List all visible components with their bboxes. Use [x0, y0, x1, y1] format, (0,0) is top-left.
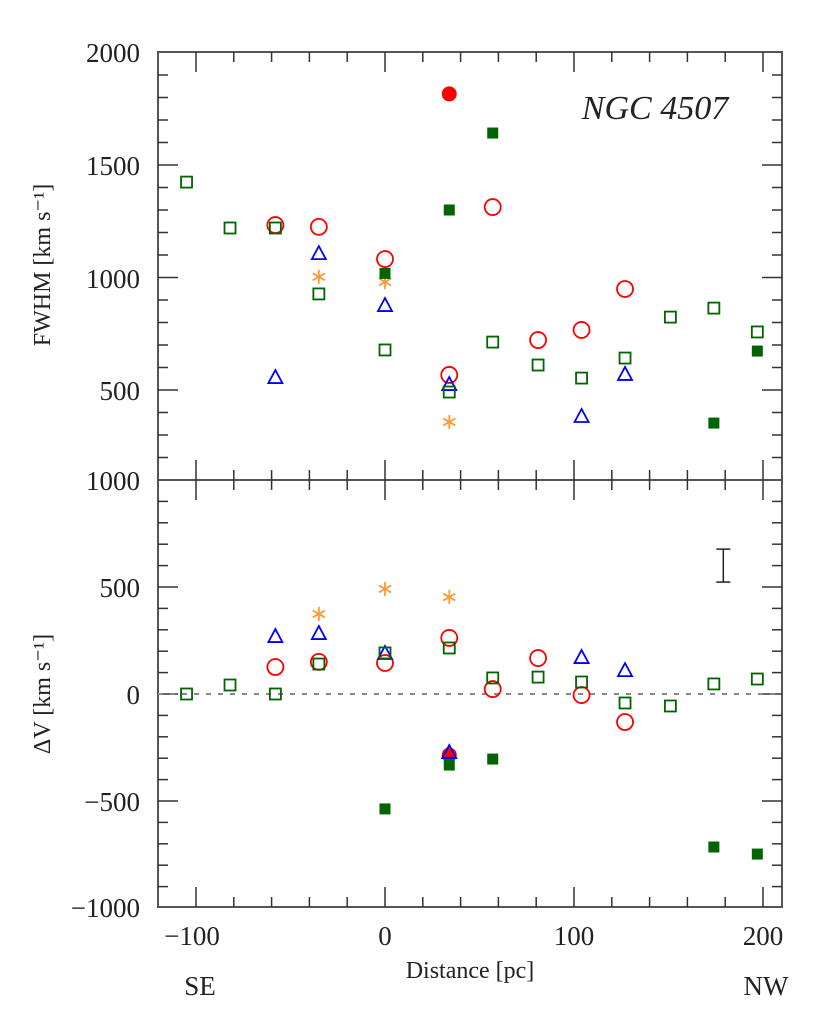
open-square-marker	[180, 175, 193, 189]
top-y-axis-label: FWHM [km s⁻¹]	[30, 184, 56, 347]
open-circle-marker	[309, 217, 328, 236]
open-circle-marker	[529, 649, 547, 667]
open-square-marker	[750, 672, 764, 686]
direction-label-se: SE	[184, 971, 216, 1001]
filled-square-marker	[751, 345, 763, 357]
open-square-marker	[707, 301, 721, 315]
asterisk-marker	[312, 606, 326, 621]
filled-circle-marker	[441, 86, 457, 102]
filled-square-marker	[379, 803, 391, 815]
bottom-panel-points	[180, 581, 764, 860]
open-circle-marker	[572, 686, 591, 704]
xtick-label: 200	[743, 921, 784, 951]
open-triangle-marker	[616, 661, 634, 678]
x-axis-label: Distance [pc]	[406, 958, 535, 984]
open-square-marker	[663, 310, 677, 324]
asterisk-marker	[442, 414, 456, 429]
open-square-marker	[312, 287, 326, 301]
open-circle-marker	[440, 366, 459, 384]
open-square-marker	[378, 343, 392, 357]
open-square-marker	[486, 671, 500, 685]
filled-square-marker	[443, 204, 455, 216]
bottom-ytick-label: 500	[100, 573, 141, 603]
open-square-marker	[575, 371, 588, 385]
filled-square-marker	[443, 759, 455, 771]
direction-label-nw: NW	[744, 971, 789, 1001]
open-square-marker	[707, 677, 721, 691]
open-circle-marker	[440, 629, 459, 647]
open-square-marker	[378, 646, 392, 660]
filled-square-marker	[379, 267, 391, 279]
filled-square-marker	[487, 753, 499, 765]
open-square-marker	[750, 325, 764, 339]
open-circle-marker	[616, 713, 634, 731]
open-triangle-marker	[266, 627, 284, 643]
chart-title: NGC 4507	[581, 90, 730, 127]
top-ytick-label: 1500	[86, 151, 140, 181]
open-square-marker	[663, 699, 677, 713]
open-square-marker	[575, 675, 588, 689]
filled-square-marker	[751, 848, 763, 860]
open-square-marker	[223, 678, 237, 692]
axis-ticks	[158, 52, 782, 907]
open-square-marker	[531, 670, 545, 684]
top-panel-points	[180, 86, 764, 429]
open-triangle-marker	[310, 244, 328, 261]
bottom-ytick-label: 1000	[86, 466, 140, 496]
open-square-marker	[442, 385, 456, 399]
error-bar	[716, 548, 731, 583]
asterisk-marker	[442, 590, 456, 605]
open-square-marker	[531, 358, 545, 372]
asterisk-marker	[378, 581, 392, 596]
open-triangle-marker	[440, 375, 458, 391]
open-square-marker	[180, 687, 193, 701]
filled-square-marker	[708, 417, 720, 429]
open-square-marker	[268, 687, 282, 701]
open-triangle-marker	[573, 407, 591, 423]
top-ytick-label: 2000	[86, 38, 140, 68]
top-ytick-label: 1000	[86, 264, 140, 294]
open-triangle-marker	[573, 648, 591, 664]
bottom-ytick-label: −500	[84, 787, 140, 817]
open-circle-marker	[616, 280, 634, 298]
open-circle-marker	[376, 654, 394, 672]
bottom-ytick-label: 0	[127, 680, 141, 710]
open-square-marker	[268, 221, 282, 235]
bottom-ytick-label: −1000	[71, 893, 140, 923]
open-square-marker	[618, 696, 632, 710]
open-circle-marker	[572, 321, 591, 339]
open-triangle-marker	[440, 743, 458, 759]
open-circle-marker	[266, 658, 285, 676]
open-circle-marker	[483, 680, 502, 698]
xtick-label: 100	[554, 921, 595, 951]
bottom-y-axis-label: ΔV [km s⁻¹]	[30, 634, 56, 754]
open-circle-marker	[529, 331, 547, 349]
top-ytick-label: 500	[100, 376, 141, 406]
open-circle-marker	[376, 250, 394, 268]
open-square-marker	[312, 657, 326, 671]
open-square-marker	[486, 335, 500, 349]
open-circle-marker	[483, 198, 502, 216]
filled-square-marker	[708, 841, 720, 853]
xtick-label: −100	[164, 921, 220, 951]
open-triangle-marker	[310, 624, 328, 640]
open-triangle-marker	[376, 296, 394, 312]
open-square-marker	[442, 641, 456, 655]
filled-square-marker	[487, 127, 499, 139]
open-triangle-marker	[266, 368, 284, 384]
xtick-label: 0	[378, 921, 392, 951]
asterisk-marker	[312, 269, 326, 284]
open-triangle-marker	[616, 365, 634, 381]
open-square-marker	[223, 221, 237, 235]
open-square-marker	[618, 351, 632, 365]
